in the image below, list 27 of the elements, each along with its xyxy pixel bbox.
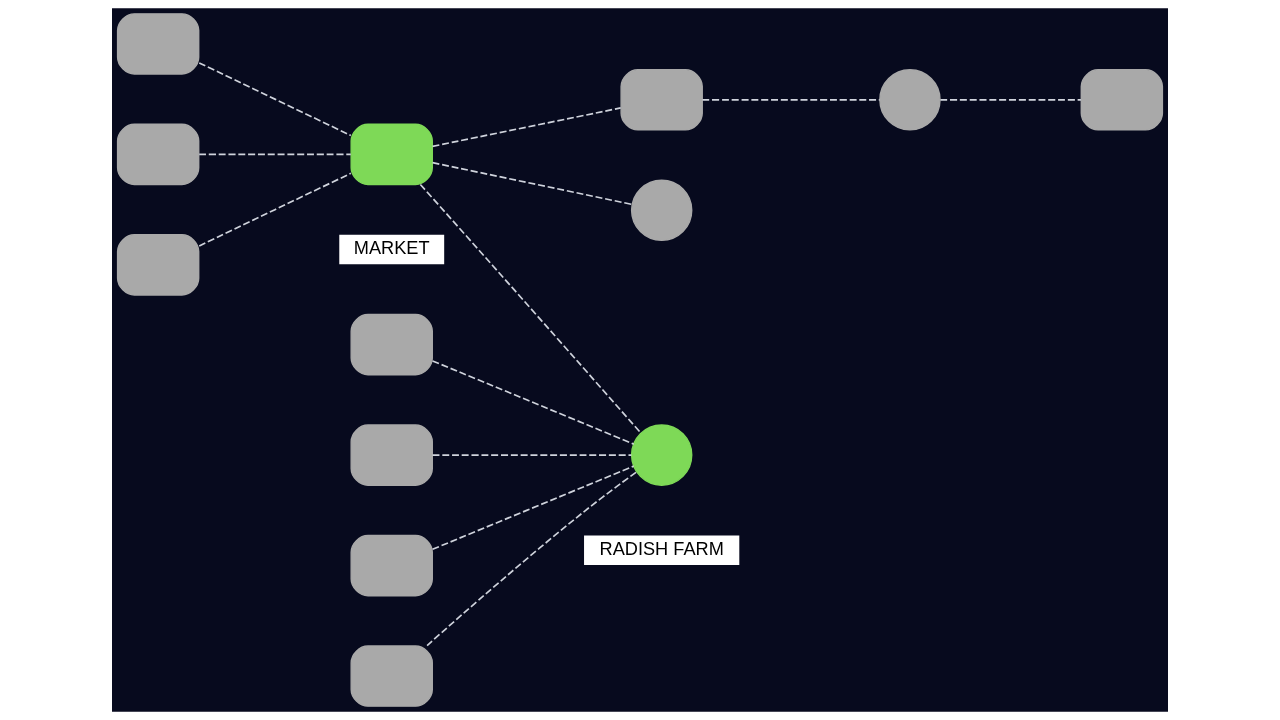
node-label: MARKET <box>353 238 430 259</box>
connector <box>939 99 1082 101</box>
connector <box>431 465 635 551</box>
connector <box>198 62 352 137</box>
connector <box>431 454 633 456</box>
node-box <box>350 424 433 486</box>
node-box <box>350 534 433 597</box>
node-box <box>620 69 703 131</box>
connector <box>431 360 635 445</box>
connector <box>419 183 642 434</box>
connector <box>198 153 352 156</box>
node-box <box>350 645 433 707</box>
node-box <box>116 13 200 75</box>
node-box <box>1080 69 1164 131</box>
node-circle <box>879 69 941 131</box>
node-box <box>350 123 433 186</box>
node-circle <box>630 424 693 486</box>
node-box <box>116 123 200 186</box>
node-circle <box>630 179 693 242</box>
connector <box>431 161 633 206</box>
node-label: RADISH FARM <box>599 538 724 559</box>
connector <box>701 99 881 101</box>
connector <box>431 107 622 148</box>
node-box <box>350 313 433 376</box>
connector <box>198 172 352 247</box>
connector <box>426 471 637 647</box>
node-box <box>116 234 200 296</box>
